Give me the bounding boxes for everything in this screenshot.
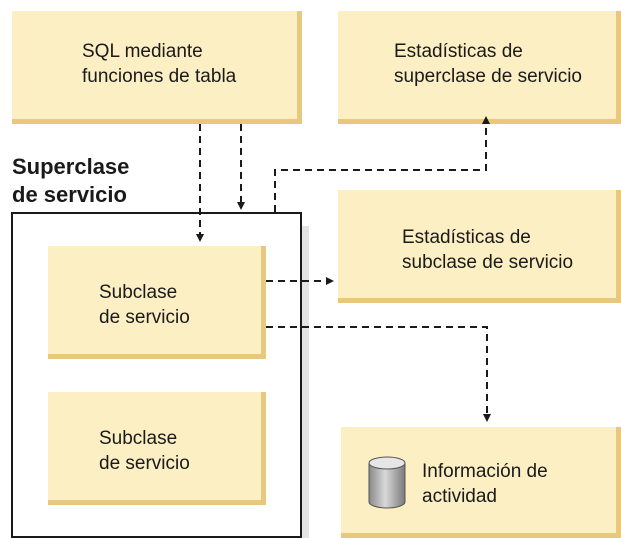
superclass-label-line2: de servicio [12,182,127,207]
database-icon [368,456,406,509]
superclass-frame-shadow [302,226,309,538]
subclass-stats-line2: subclase de servicio [402,252,574,273]
activity-line2: actividad [422,486,497,507]
superclass-label-line1: Superclase [12,154,130,179]
superclass-label: Superclase de servicio [12,153,129,209]
subclass-1-line2: de servicio [99,307,190,328]
subclass-1-line1: Subclase [99,282,178,303]
superclass-stats-line1: Estadísticas de [394,41,523,62]
arrow-subclass-to-activity [266,326,491,422]
sql-box-line1: SQL mediante [82,41,203,62]
activity-information-box: Información de actividad [341,427,621,538]
service-subclass-box-2: Subclase de servicio [48,392,266,505]
sql-table-functions-box: SQL mediante funciones de tabla [12,11,302,124]
superclass-stats-line2: superclase de servicio [394,66,582,87]
superclass-statistics-box: Estadísticas de superclase de servicio [338,11,621,124]
subclass-statistics-box: Estadísticas de subclase de servicio [338,190,621,303]
activity-line1: Información de [422,461,548,482]
superclass-stats-text: Estadísticas de superclase de servicio [394,39,582,89]
sql-box-line2: funciones de tabla [82,66,237,87]
subclass-stats-line1: Estadísticas de [402,227,531,248]
sql-box-text: SQL mediante funciones de tabla [82,39,236,89]
activity-text: Información de actividad [422,459,548,509]
arrow-superclass-to-stats [274,116,490,212]
subclass-1-text: Subclase de servicio [99,280,190,330]
subclass-2-line2: de servicio [99,453,190,474]
subclass-2-line1: Subclase [99,428,178,449]
service-subclass-box-1: Subclase de servicio [48,246,266,359]
subclass-stats-text: Estadísticas de subclase de servicio [402,225,573,275]
subclass-2-text: Subclase de servicio [99,426,190,476]
